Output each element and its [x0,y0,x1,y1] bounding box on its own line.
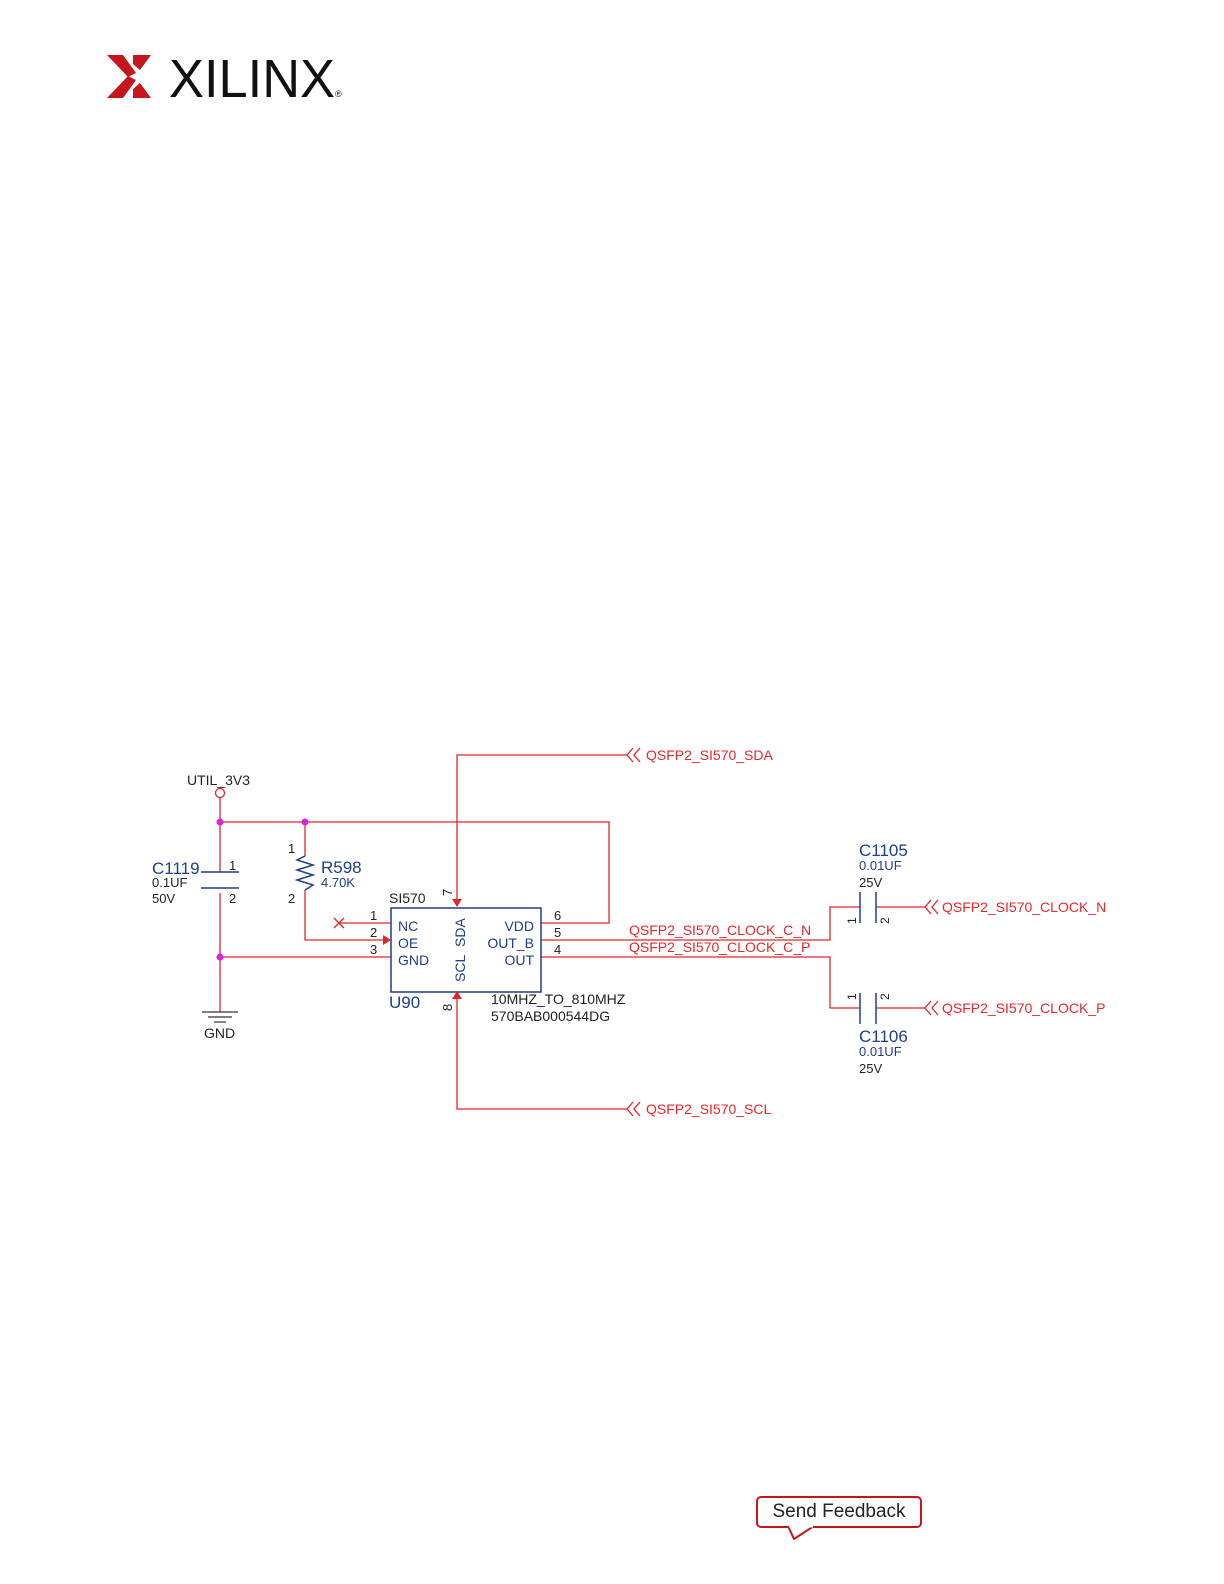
ground-symbol: GND [202,1011,238,1041]
wire-r598-oe [304,890,388,941]
c1105-voltage: 25V [859,875,882,890]
resistor-r598: R598 4.70K 1 2 [288,841,362,906]
junction-dot [216,818,224,826]
u90-pin-name-out-b: OUT_B [487,935,534,951]
c1105-ref: C1105 [859,841,908,860]
offpage-connectors [626,747,939,1117]
net-label-clock-c-p: QSFP2_SI570_CLOCK_C_P [629,939,810,955]
u90-pin-num-2: 2 [370,925,377,940]
net-wires [219,754,925,1110]
power-symbol-util-3v3: UTIL_3V3 [187,772,250,799]
c1119-pin2: 2 [229,891,236,906]
pin-arrow-scl [452,991,462,999]
send-feedback-label: Send Feedback [772,1501,906,1522]
pin-arrow-sda [452,899,462,907]
u90-desc1: 10MHZ_TO_810MHZ [491,991,626,1007]
r598-value: 4.70K [321,875,355,890]
u90-pin-name-vdd: VDD [504,918,534,934]
net-labels: QSFP2_SI570_SDA QSFP2_SI570_SCL QSFP2_SI… [629,747,1106,1117]
u90-pin-num-8: 8 [440,1004,455,1011]
u90-pin-name-oe: OE [398,935,418,951]
xilinx-wordmark: XILINX [169,50,335,104]
c1106-pin2: 2 [878,993,892,1000]
c1105-value: 0.01UF [859,858,902,873]
net-label-scl: QSFP2_SI570_SCL [646,1101,772,1117]
net-label-sda: QSFP2_SI570_SDA [646,747,774,763]
ground-label: GND [204,1025,235,1041]
u90-pin-num-1: 1 [370,908,377,923]
wire-scl [456,996,627,1110]
u90-pin-num-7: 7 [440,889,455,896]
net-label-clock-p: QSFP2_SI570_CLOCK_P [942,1000,1105,1016]
r598-pin2: 2 [288,891,295,906]
c1119-value: 0.1UF [152,875,187,890]
u90-pin-num-6: 6 [554,908,561,923]
u90-ref: U90 [389,993,420,1012]
u90-pin-name-out: OUT [504,952,534,968]
c1105-pin2: 2 [878,917,892,924]
c1106-ref: C1106 [859,1027,908,1046]
junctions [216,818,309,961]
capacitor-c1119: C1119 0.1UF 50V 1 2 [152,858,239,906]
u90-pin-name-scl: SCL [452,955,468,982]
u90-pin-name-nc: NC [398,918,418,934]
power-label: UTIL_3V3 [187,772,250,788]
c1105-pin1: 1 [845,917,859,924]
u90-pin-num-4: 4 [554,942,561,957]
c1106-voltage: 25V [859,1061,882,1076]
wire-clock-c-p [541,956,860,1009]
c1119-ref: C1119 [152,859,200,878]
xilinx-logo: XILINX ® [107,50,342,104]
chevron-connector-icon [626,1101,641,1117]
u90-pin-num-3: 3 [370,942,377,957]
registered-mark: ® [335,89,342,99]
ic-u90-si570: SI570 U90 10MHZ_TO_810MHZ 570BAB000544DG… [333,889,626,1024]
net-label-clock-c-n: QSFP2_SI570_CLOCK_C_N [629,922,811,938]
c1119-pin1: 1 [229,858,236,873]
u90-desc2: 570BAB000544DG [491,1008,610,1024]
junction-dot [216,953,224,961]
u90-pin-name-gnd: GND [398,952,429,968]
wire-clock-c-n [541,906,860,941]
pin-arrow-oe [383,935,391,945]
u90-pin-num-5: 5 [554,925,561,940]
chevron-connector-icon [924,899,939,915]
chevron-connector-icon [924,1000,939,1016]
r598-ref: R598 [321,858,362,877]
speech-bubble-tail-icon [786,1526,816,1540]
capacitor-c1105: C1105 0.01UF 25V 1 2 [845,841,908,924]
send-feedback-button[interactable]: Send Feedback [756,1496,922,1528]
chevron-connector-icon [626,747,641,763]
r598-pin1: 1 [288,841,295,856]
c1119-voltage: 50V [152,891,175,906]
wire-sda [456,754,627,900]
wire-vdd-rail [220,821,610,924]
junction-dot [301,818,309,826]
u90-part: SI570 [389,890,426,906]
capacitor-c1106: C1106 0.01UF 25V 1 2 [845,993,908,1076]
c1106-pin1: 1 [845,993,859,1000]
xilinx-x-mark-icon [107,55,151,98]
c1106-value: 0.01UF [859,1044,902,1059]
net-label-clock-n: QSFP2_SI570_CLOCK_N [942,899,1106,915]
u90-pin-name-sda: SDA [452,918,468,947]
